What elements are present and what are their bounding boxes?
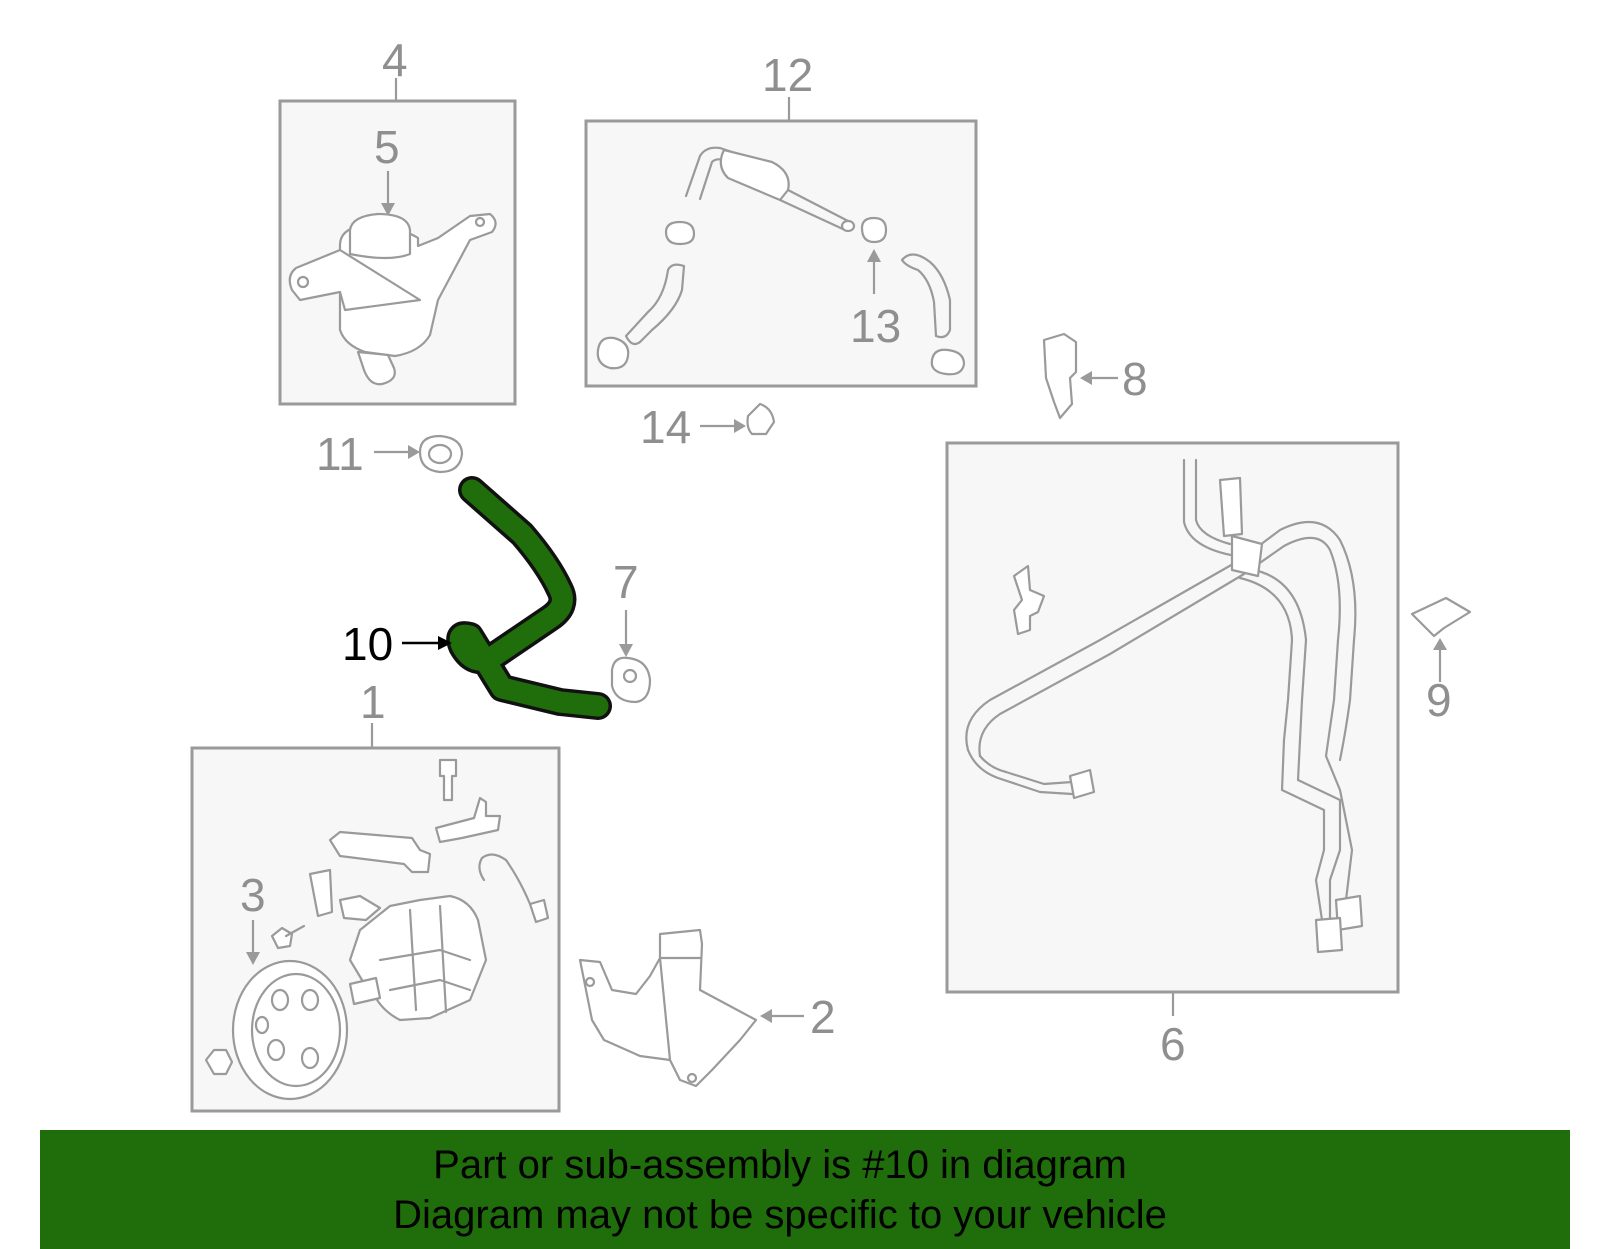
clip-8-group[interactable]: 8	[1042, 332, 1148, 420]
hose-clamp-d	[930, 348, 966, 376]
callout-10[interactable]: 10	[342, 618, 393, 670]
callout-11[interactable]: 11	[316, 428, 364, 480]
pump-bracket-small	[434, 796, 502, 844]
callout-7[interactable]: 7	[613, 556, 639, 608]
pump-fitting	[328, 830, 432, 874]
callout-5[interactable]: 5	[374, 121, 400, 173]
pressure-line-box	[945, 441, 1400, 994]
clamp-11-group[interactable]: 11	[316, 428, 464, 480]
clip-8	[1042, 332, 1078, 420]
callout-1[interactable]: 1	[360, 676, 386, 728]
clamp-11	[418, 434, 464, 474]
callout-3[interactable]: 3	[240, 869, 266, 921]
line-clip	[1012, 564, 1046, 636]
grommet-7-group[interactable]: 7	[610, 556, 652, 704]
clip-9	[1410, 596, 1472, 638]
callout-12[interactable]: 12	[762, 49, 813, 101]
pressure-line-group[interactable]: 6	[945, 441, 1400, 1070]
pump-pulley	[231, 959, 349, 1101]
hose-10[interactable]	[449, 479, 609, 717]
callout-8[interactable]: 8	[1122, 353, 1148, 405]
hose-kit-box	[584, 119, 978, 388]
callout-2[interactable]: 2	[810, 991, 836, 1043]
pump-sensor	[528, 898, 550, 924]
pump-side-bracket	[308, 868, 334, 918]
hose-kit-group[interactable]: 12 13	[584, 49, 978, 388]
pump-bracket-2	[578, 928, 758, 1088]
pump-bolt	[438, 758, 458, 802]
grommet-7	[610, 656, 652, 704]
clip-9-group[interactable]: 9	[1410, 596, 1472, 726]
clip-14-group[interactable]: 14	[640, 401, 776, 453]
pump-group[interactable]: 1 3	[190, 676, 561, 1113]
pulley-nut	[204, 1048, 234, 1076]
clip-14	[746, 402, 776, 436]
pressure-line	[965, 520, 1357, 762]
banner-line-2: Diagram may not be specific to your vehi…	[393, 1193, 1167, 1237]
reservoir-group[interactable]: 4 5	[278, 34, 517, 406]
hose-clamp-a	[664, 220, 696, 246]
reservoir-bracket	[288, 248, 422, 312]
inline-filter	[719, 148, 790, 202]
callout-9[interactable]: 9	[1426, 674, 1452, 726]
hose-clamp-c	[596, 336, 630, 370]
callout-14[interactable]: 14	[640, 401, 691, 453]
reservoir-cap	[348, 212, 412, 260]
callout-13[interactable]: 13	[850, 300, 901, 352]
return-tube	[684, 146, 746, 198]
callout-4[interactable]: 4	[382, 34, 408, 86]
reservoir-outlet	[356, 350, 396, 386]
bracket-2-group[interactable]: 2	[578, 928, 836, 1088]
callout-6[interactable]: 6	[1160, 1018, 1186, 1070]
banner-line-1: Part or sub-assembly is #10 in diagram	[433, 1143, 1127, 1187]
hose-clamp-b	[860, 216, 888, 244]
info-banner: Part or sub-assembly is #10 in diagram D…	[40, 1130, 1570, 1249]
hose-10-group[interactable]: 10	[342, 476, 612, 720]
pump-small-bolt	[270, 926, 294, 950]
